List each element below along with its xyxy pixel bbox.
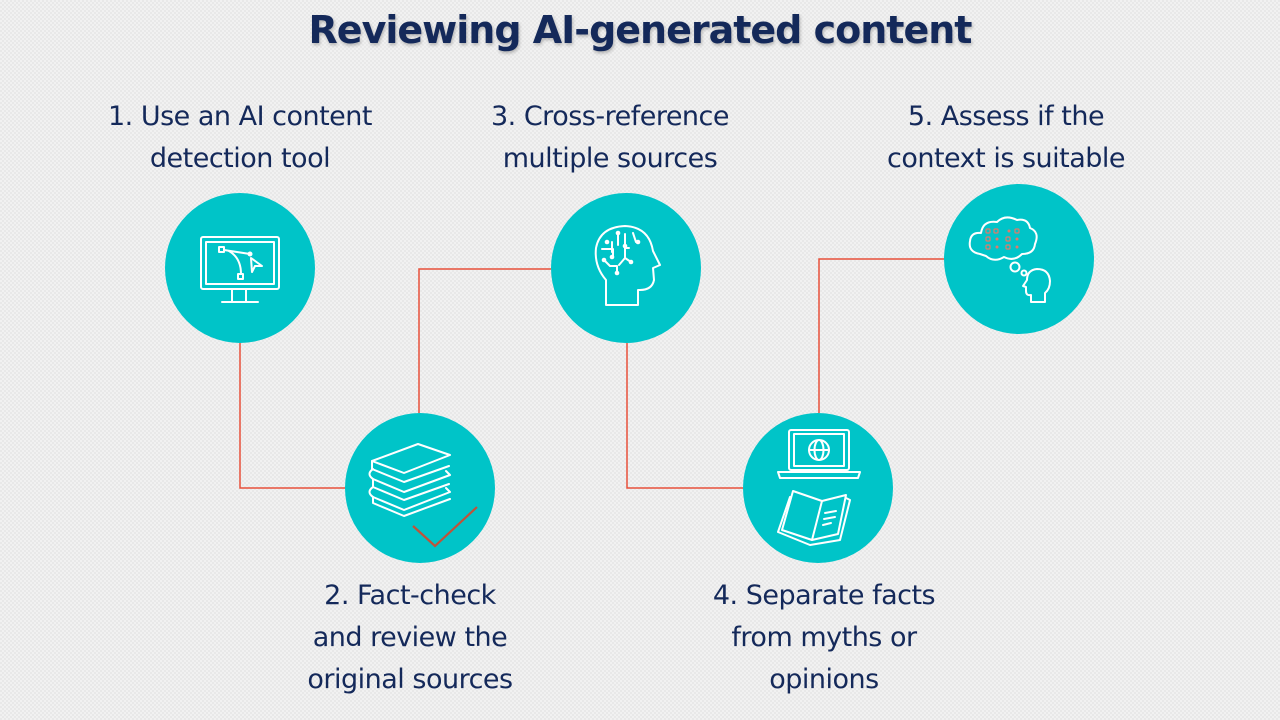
- step-3-circle: [551, 193, 701, 343]
- step-2-node: [345, 413, 495, 563]
- open-book-icon: [777, 490, 851, 546]
- step-5-label: 5. Assess if the context is suitable: [826, 96, 1186, 180]
- step-2-label-line: 2. Fact-check: [324, 580, 496, 611]
- ai-head-icon: [594, 225, 661, 306]
- binary-dots-icon: [985, 228, 1020, 250]
- step-4-label: 4. Separate facts from myths or opinions: [644, 575, 1004, 701]
- step-1-label-line: detection tool: [149, 143, 331, 174]
- connector-3-4: [626, 343, 743, 489]
- step-3-label-line: multiple sources: [502, 143, 718, 174]
- checkmark-icon: [412, 506, 478, 548]
- step-3-label-line: 3. Cross-reference: [490, 101, 730, 132]
- thinking-head-icon: [968, 216, 1051, 303]
- connector-1-2: [239, 343, 345, 489]
- step-4-circle: [743, 413, 893, 563]
- step-4-node: [743, 413, 893, 563]
- connector-4-5: [818, 258, 944, 413]
- books-check-icon: [368, 443, 478, 548]
- step-4-label-line: opinions: [769, 664, 879, 695]
- step-4-label-line: 4. Separate facts: [712, 580, 936, 611]
- step-3-node: [551, 193, 701, 343]
- laptop-book-icon: [777, 429, 861, 546]
- step-2-circle: [345, 413, 495, 563]
- step-1-label-line: 1. Use an AI content: [108, 101, 373, 132]
- step-1-node: [165, 193, 315, 343]
- step-5-label-line: context is suitable: [886, 143, 1126, 174]
- step-5-node: [944, 184, 1094, 334]
- step-3-label: 3. Cross-reference multiple sources: [430, 96, 790, 180]
- monitor-vector-icon: [200, 236, 280, 303]
- step-4-label-line: from myths or: [731, 622, 917, 653]
- step-2-label-line: original sources: [307, 664, 513, 695]
- step-5-label-line: 5. Assess if the: [907, 101, 1105, 132]
- page-title: Reviewing AI-generated content: [308, 8, 973, 52]
- connector-2-3: [418, 268, 551, 413]
- step-2-label: 2. Fact-check and review the original so…: [230, 575, 590, 701]
- step-1-label: 1. Use an AI content detection tool: [60, 96, 420, 180]
- step-5-circle: [944, 184, 1094, 334]
- step-2-label-line: and review the: [312, 622, 508, 653]
